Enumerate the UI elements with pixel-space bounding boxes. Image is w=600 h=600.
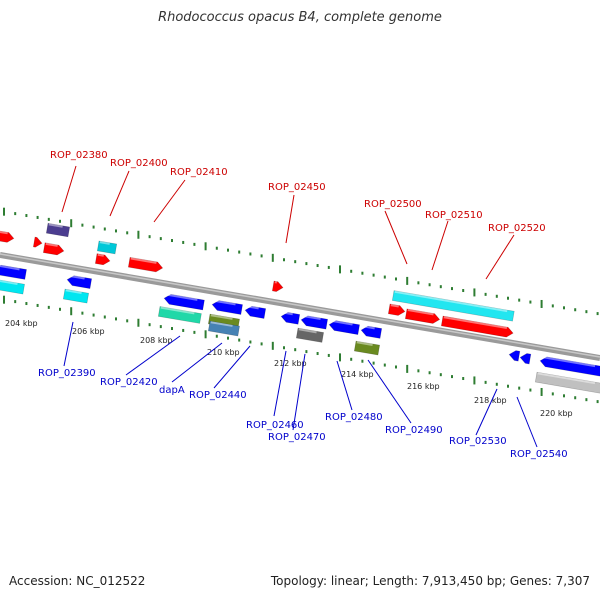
- gene-dapa-b[interactable]: [244, 305, 267, 319]
- gene-rop-02520[interactable]: [440, 315, 514, 338]
- gene-rop-02490[interactable]: [360, 325, 383, 339]
- scale-label: 206 kbp: [72, 327, 105, 336]
- gene-label-dapa[interactable]: dapA: [159, 385, 185, 396]
- gene-label-rop-02500[interactable]: ROP_02500: [364, 199, 422, 210]
- gene-rop-02390b[interactable]: [62, 288, 90, 304]
- gene-rop-02410[interactable]: [127, 256, 164, 273]
- scale-label: 216 kbp: [407, 382, 440, 391]
- genome-summary: Topology: linear; Length: 7,913,450 bp; …: [270, 574, 590, 588]
- gene-rop-02510[interactable]: [404, 308, 441, 325]
- scale-label: 214 kbp: [341, 370, 374, 379]
- gene-left-blue[interactable]: [0, 264, 27, 280]
- gene-rop-02480b[interactable]: [353, 340, 381, 356]
- gene-label-rop-02520[interactable]: ROP_02520: [488, 223, 546, 234]
- scale-label: 220 kbp: [540, 409, 573, 418]
- scale-label: 208 kbp: [140, 336, 173, 345]
- gene-rop-02470b[interactable]: [295, 327, 324, 343]
- gene-label-rop-02470[interactable]: ROP_02470: [268, 432, 326, 443]
- gene-rop-02530b[interactable]: [519, 352, 532, 365]
- gene-rop-02500[interactable]: [391, 290, 515, 322]
- gene-label-rop-02480[interactable]: ROP_02480: [325, 412, 383, 423]
- gene-label-rop-02530[interactable]: ROP_02530: [449, 436, 507, 447]
- gene-rop-02450[interactable]: [271, 280, 284, 293]
- gene-dapa[interactable]: [211, 299, 243, 315]
- gene-label-rop-02510[interactable]: ROP_02510: [425, 210, 483, 221]
- gene-rop-02400[interactable]: [96, 240, 118, 255]
- gene-label-rop-02420[interactable]: ROP_02420: [100, 377, 158, 388]
- gene-rop-02420b[interactable]: [157, 306, 202, 324]
- gene-label-rop-02540[interactable]: ROP_02540: [510, 449, 568, 460]
- scale-labels: 204 kbp 206 kbp 208 kbp 210 kbp 212 kbp …: [5, 319, 573, 418]
- gene-rop-02460[interactable]: [280, 311, 301, 325]
- gene-rop-02470[interactable]: [300, 315, 328, 330]
- gene-label-rop-02390[interactable]: ROP_02390: [38, 368, 96, 379]
- leader-lines: [61, 165, 538, 448]
- gene-rop-02530[interactable]: [508, 349, 521, 362]
- gene-label-rop-02380[interactable]: ROP_02380: [50, 150, 108, 161]
- scale-label: 204 kbp: [5, 319, 38, 328]
- scale-label: 210 kbp: [207, 348, 240, 357]
- gene-rop-02390[interactable]: [66, 274, 93, 289]
- gene-labels: ROP_02380 ROP_02400 ROP_02410 ROP_02450 …: [38, 150, 568, 460]
- gene-rop-02480[interactable]: [328, 319, 360, 335]
- gene-rop-02380[interactable]: [42, 242, 65, 256]
- gene-label-rop-02490[interactable]: ROP_02490: [385, 425, 443, 436]
- accession-text: Accession: NC_012522: [9, 574, 146, 588]
- gene-rop-02380b[interactable]: [32, 236, 43, 248]
- tick-tracks: [3, 207, 599, 404]
- gene-rop-02380-box[interactable]: [45, 222, 71, 238]
- scale-label: 218 kbp: [474, 396, 507, 405]
- genome-title: Rhodococcus opacus B4, complete genome: [158, 10, 442, 25]
- scale-label: 212 kbp: [274, 359, 307, 368]
- gene-rop-02440b[interactable]: [207, 320, 240, 337]
- gene-label-rop-02460[interactable]: ROP_02460: [246, 420, 304, 431]
- gene-rop-02370[interactable]: [0, 229, 15, 243]
- gene-label-rop-02400[interactable]: ROP_02400: [110, 158, 168, 169]
- gene-rop-02490r[interactable]: [387, 303, 406, 317]
- gene-label-rop-02450[interactable]: ROP_02450: [268, 182, 326, 193]
- gene-rop-02540b[interactable]: [534, 371, 600, 394]
- gene-rop-02420[interactable]: [163, 293, 205, 311]
- genome-axis: [0, 252, 600, 361]
- gene-rop-02400b[interactable]: [94, 253, 111, 266]
- gene-label-rop-02410[interactable]: ROP_02410: [170, 167, 228, 178]
- gene-rop-02540[interactable]: [539, 356, 600, 377]
- gene-label-rop-02440[interactable]: ROP_02440: [189, 390, 247, 401]
- gene-left-cyan[interactable]: [0, 278, 25, 295]
